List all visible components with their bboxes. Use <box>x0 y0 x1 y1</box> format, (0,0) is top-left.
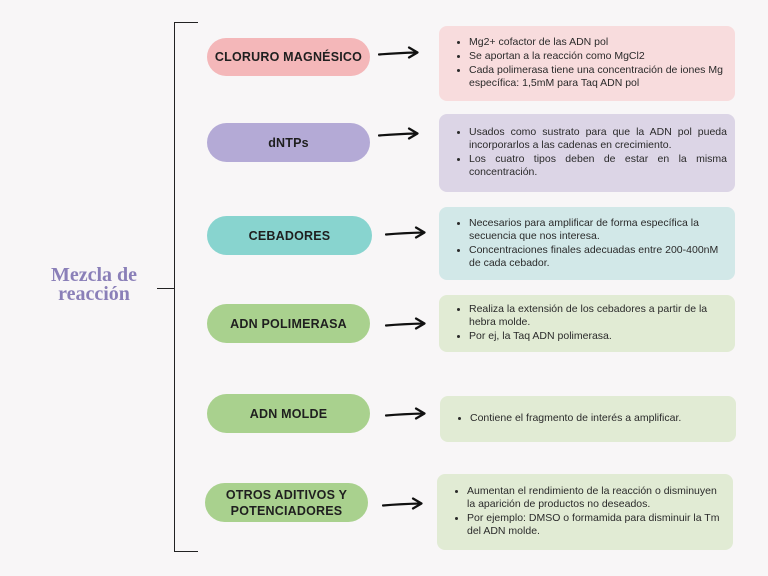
bullet-item: Los cuatro tipos deben de estar en la mi… <box>469 153 727 179</box>
bullet-item: Cada polimerasa tiene una concentración … <box>469 64 727 90</box>
diagram-title: Mezcla de reacción <box>36 264 152 305</box>
bullet-item: Concentraciones finales adecuadas entre … <box>469 244 727 270</box>
bullet-list: Mg2+ cofactor de las ADN polSe aportan a… <box>439 36 727 91</box>
node-pill: CLORURO MAGNÉSICO <box>207 38 370 76</box>
bullet-item: Aumentan el rendimiento de la reacción o… <box>467 485 725 511</box>
node-pill: ADN POLIMERASA <box>207 304 370 343</box>
description-box: Usados como sustrato para que la ADN pol… <box>439 114 735 192</box>
node-pill: CEBADORES <box>207 216 372 255</box>
arrow-right-icon <box>382 497 423 510</box>
node-pill: ADN MOLDE <box>207 394 370 433</box>
description-box: Aumentan el rendimiento de la reacción o… <box>437 474 733 550</box>
bullet-list: Realiza la extensión de los cebadores a … <box>439 303 727 344</box>
bullet-list: Contiene el fragmento de interés a ampli… <box>440 412 681 426</box>
arrow-right-icon <box>385 407 426 420</box>
bracket <box>174 22 198 552</box>
arrow-right-icon <box>385 226 426 239</box>
bracket-stem <box>157 288 174 289</box>
arrow-right-icon <box>385 317 426 330</box>
description-box: Contiene el fragmento de interés a ampli… <box>440 396 736 442</box>
bullet-item: Mg2+ cofactor de las ADN pol <box>469 36 727 49</box>
title-line-1: Mezcla de <box>50 264 138 286</box>
description-box: Realiza la extensión de los cebadores a … <box>439 295 735 352</box>
bullet-item: Necesarios para amplificar de forma espe… <box>469 217 727 243</box>
bullet-item: Por ejemplo: DMSO o formamida para dismi… <box>467 512 725 538</box>
bullet-item: Contiene el fragmento de interés a ampli… <box>470 412 681 425</box>
bullet-item: Realiza la extensión de los cebadores a … <box>469 303 727 329</box>
bullet-item: Se aportan a la reacción como MgCl2 <box>469 50 727 63</box>
arrow-right-icon <box>378 46 419 59</box>
bullet-list: Usados como sustrato para que la ADN pol… <box>439 126 727 180</box>
node-pill: OTROS ADITIVOS Y POTENCIADORES <box>205 483 368 522</box>
arrow-right-icon <box>378 127 419 140</box>
bullet-list: Aumentan el rendimiento de la reacción o… <box>437 485 725 539</box>
description-box: Necesarios para amplificar de forma espe… <box>439 207 735 280</box>
bullet-list: Necesarios para amplificar de forma espe… <box>439 217 727 271</box>
title-line-2: reacción <box>58 283 130 305</box>
description-box: Mg2+ cofactor de las ADN polSe aportan a… <box>439 26 735 101</box>
bullet-item: Por ej, la Taq ADN polimerasa. <box>469 330 727 343</box>
node-pill: dNTPs <box>207 123 370 162</box>
bullet-item: Usados como sustrato para que la ADN pol… <box>469 126 727 152</box>
